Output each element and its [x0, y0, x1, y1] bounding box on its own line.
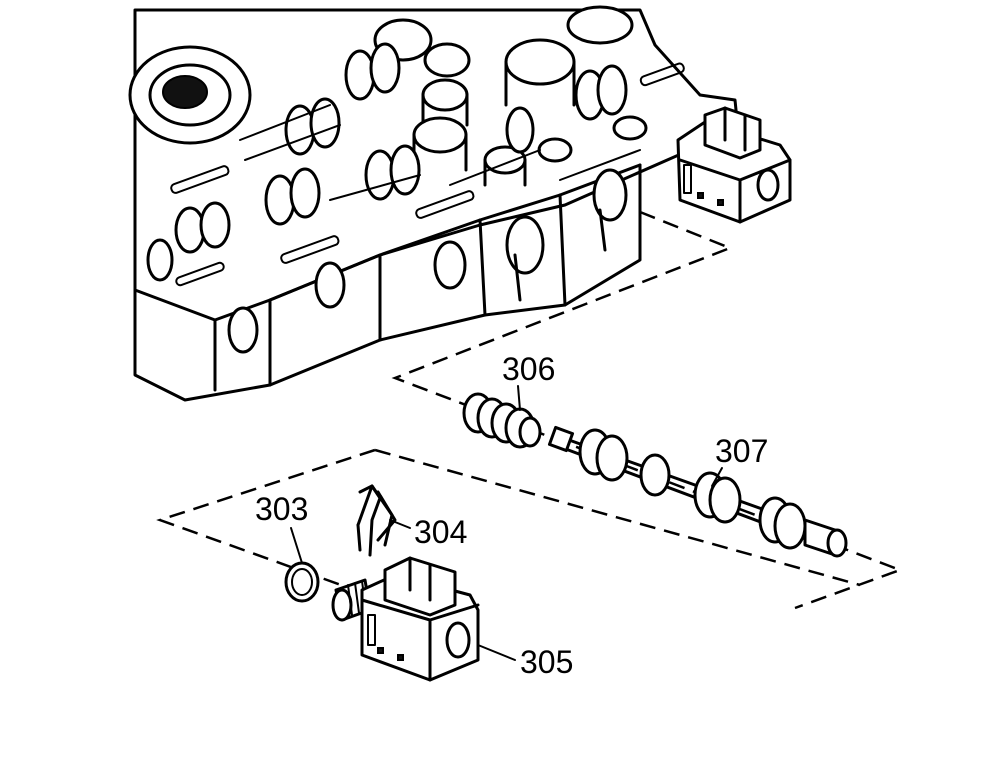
callout-307: 307	[715, 433, 768, 469]
part-303-o-ring	[284, 561, 320, 603]
leader-306	[517, 385, 521, 411]
callout-304: 304	[414, 514, 467, 550]
spool-assembly-outline	[391, 210, 904, 610]
mounted-solenoid	[676, 106, 792, 224]
valve-body	[128, 5, 792, 402]
callout-306: 306	[502, 351, 555, 387]
leader-307	[711, 467, 723, 487]
leader-305	[477, 644, 516, 661]
leader-304	[389, 519, 411, 529]
part-306-spring	[462, 392, 542, 449]
part-304-clip	[356, 484, 397, 557]
leader-lines	[290, 385, 723, 661]
leader-303	[290, 527, 303, 564]
solenoid-assembly-outline	[156, 448, 861, 592]
body-spools	[146, 42, 628, 282]
callout-303: 303	[255, 491, 308, 527]
part-307-valve-spool	[547, 425, 848, 558]
part-305-solenoid	[331, 556, 480, 682]
callout-305: 305	[520, 644, 573, 680]
